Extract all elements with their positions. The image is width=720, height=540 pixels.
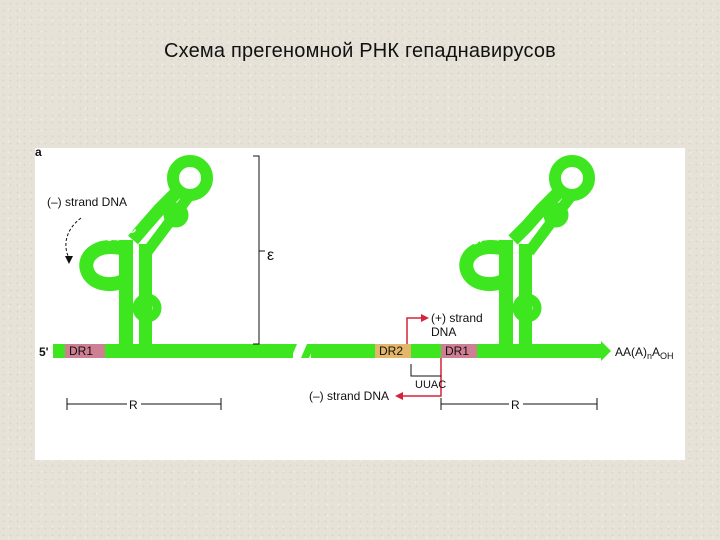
left-mid-bulge bbox=[132, 293, 162, 323]
right-dr1-label: DR1 bbox=[445, 344, 469, 358]
plus-strand-arrowhead bbox=[421, 314, 429, 322]
left-dr1-label: DR1 bbox=[69, 344, 93, 358]
polya-tail-label: AA(A)nAOH bbox=[615, 345, 674, 361]
uuac-pointer bbox=[410, 364, 441, 377]
left-side-loop bbox=[79, 240, 129, 292]
pregenomic-rna-figure: a UUAC (–) strand DNA bbox=[35, 148, 685, 460]
pregenome-diagram: a UUAC (–) strand DNA bbox=[35, 148, 674, 412]
right-upper-stem bbox=[508, 187, 564, 245]
right-apical-loop bbox=[549, 155, 595, 201]
right-stem-a bbox=[499, 240, 513, 350]
five-prime-label: 5' bbox=[39, 345, 49, 359]
right-uuac-label: UUAC bbox=[415, 379, 446, 391]
right-side-loop bbox=[459, 240, 509, 292]
right-r-gap bbox=[509, 398, 523, 410]
panel-letter: a bbox=[35, 148, 42, 159]
left-minus-strand-label: (–) strand DNA bbox=[47, 195, 127, 209]
left-apical-loop bbox=[167, 155, 213, 201]
right-strand-arrowhead bbox=[601, 341, 611, 361]
epsilon-bracket bbox=[253, 155, 265, 345]
minus-strand-red-arrowhead bbox=[395, 392, 403, 400]
dr2-label: DR2 bbox=[379, 344, 403, 358]
epsilon-label: ε bbox=[267, 247, 274, 264]
left-upper-stem bbox=[128, 187, 182, 245]
plus-strand-label-2: DNA bbox=[431, 325, 456, 339]
dr2-box bbox=[375, 344, 411, 358]
left-rna-structure: UUAC bbox=[53, 155, 297, 358]
left-arrowhead bbox=[65, 256, 73, 264]
right-mid-bulge bbox=[512, 293, 542, 323]
left-minus-strand-arrow bbox=[65, 217, 82, 259]
left-dr1-box bbox=[65, 344, 105, 358]
slide-title: Схема прегеномной РНК гепаднавирусов bbox=[163, 40, 557, 62]
right-dr1-box bbox=[441, 344, 477, 358]
right-minus-strand-label: (–) strand DNA bbox=[309, 389, 389, 403]
left-rna-strand bbox=[53, 344, 293, 358]
left-stem-a bbox=[119, 240, 133, 350]
plus-strand-arrow bbox=[406, 317, 423, 344]
minus-strand-red-arrow bbox=[401, 358, 442, 397]
right-r-label: R bbox=[511, 398, 520, 412]
left-r-label: R bbox=[129, 398, 138, 412]
plus-strand-label-1: (+) strand bbox=[431, 311, 483, 325]
strand-break bbox=[283, 344, 297, 358]
left-r-gap bbox=[127, 398, 141, 410]
